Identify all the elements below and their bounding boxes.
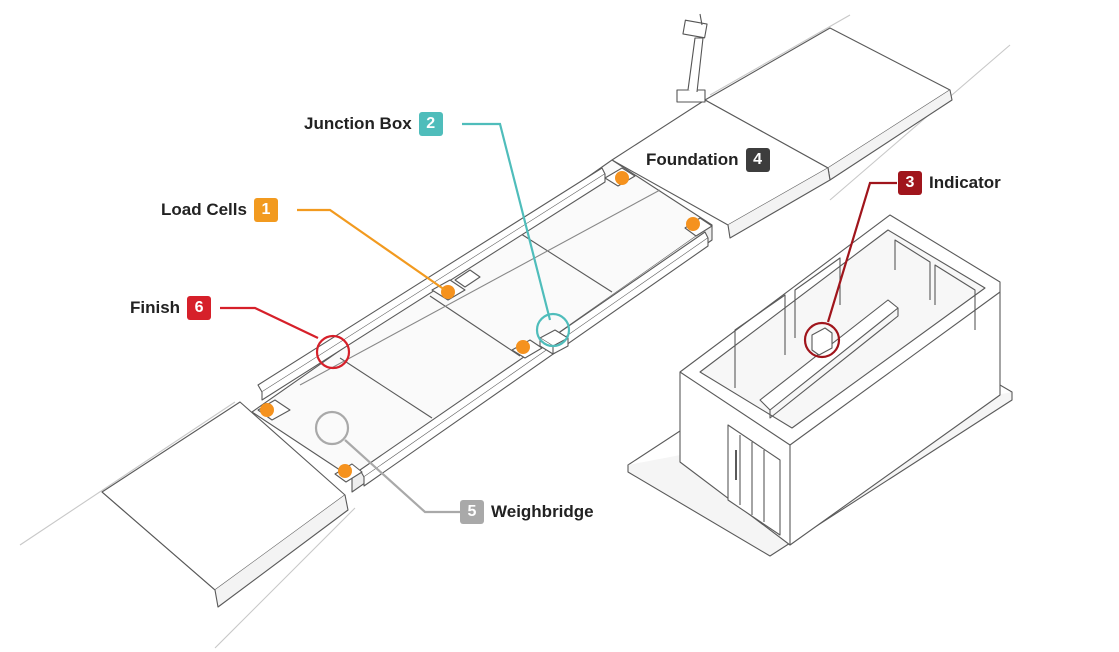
finish-highlight bbox=[315, 334, 351, 370]
callout-foundation: Foundation 4 bbox=[646, 148, 770, 172]
indicator-highlight bbox=[803, 321, 841, 359]
callout-load-cells: Load Cells 1 bbox=[161, 198, 278, 222]
callout-junction-box: Junction Box 2 bbox=[304, 112, 443, 136]
callout-badge: 5 bbox=[460, 500, 484, 524]
callout-label: Foundation bbox=[646, 150, 739, 169]
indicator-leader bbox=[826, 181, 897, 323]
callout-badge: 2 bbox=[418, 112, 443, 136]
weighbridge-highlight bbox=[314, 410, 350, 446]
finish-leader bbox=[220, 306, 319, 339]
light-pole bbox=[676, 13, 708, 103]
load-cell-dot bbox=[615, 171, 629, 185]
load-cell-dot bbox=[260, 403, 274, 417]
callout-label: Junction Box bbox=[304, 114, 412, 133]
junction-box-leader bbox=[462, 122, 552, 321]
callout-badge: 4 bbox=[745, 148, 770, 172]
callout-finish: Finish 6 bbox=[130, 296, 212, 320]
control-building bbox=[627, 214, 1013, 557]
callout-indicator: 3 Indicator bbox=[898, 171, 1001, 195]
callout-weighbridge: 5 Weighbridge bbox=[460, 500, 594, 524]
junction-box-highlight bbox=[535, 312, 571, 348]
load-cell-dot bbox=[441, 285, 455, 299]
load-cells-leader bbox=[297, 208, 446, 291]
load-cell-dot bbox=[516, 340, 530, 354]
callout-badge: 3 bbox=[898, 171, 922, 195]
callout-label: Indicator bbox=[929, 173, 1001, 192]
approach-road-right bbox=[704, 14, 1011, 201]
callout-badge: 1 bbox=[253, 198, 278, 222]
callout-label: Weighbridge bbox=[491, 502, 594, 521]
load-cell-dot bbox=[338, 464, 352, 478]
callout-label: Finish bbox=[130, 298, 181, 317]
callout-label: Load Cells bbox=[161, 200, 247, 219]
callout-badge: 6 bbox=[187, 296, 212, 320]
approach-road-left bbox=[19, 401, 356, 649]
load-cell-dot bbox=[686, 217, 700, 231]
weighbridge-leader bbox=[344, 439, 460, 514]
